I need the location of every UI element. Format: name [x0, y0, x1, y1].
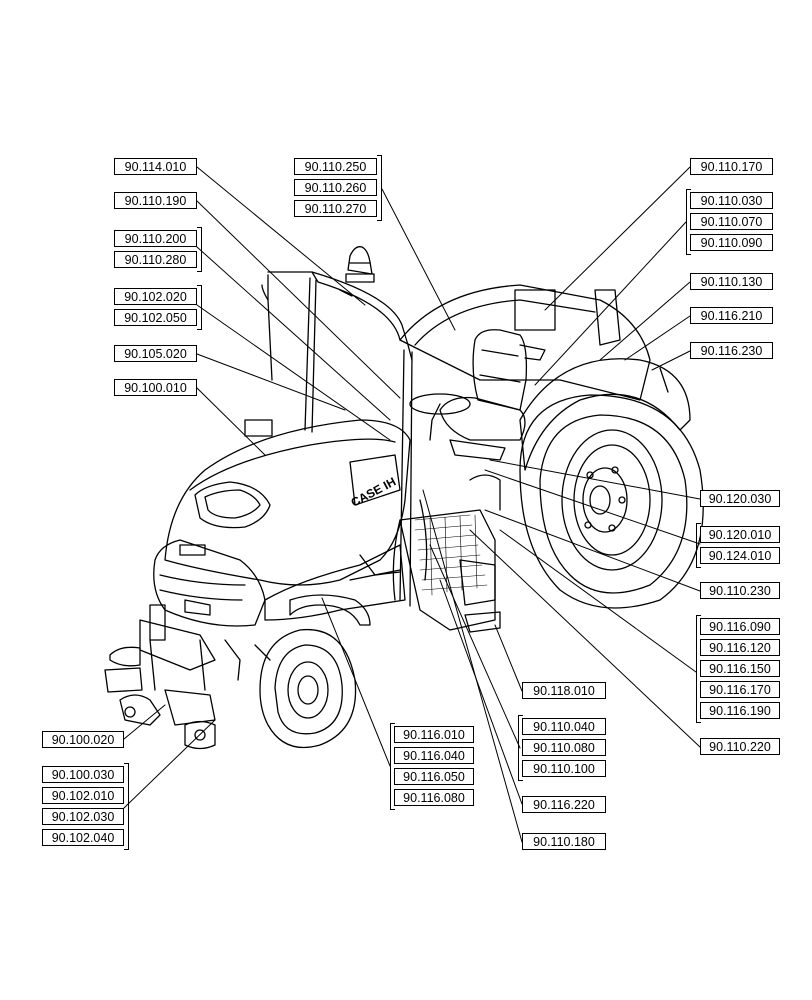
callout-90.110.030[interactable]: 90.110.030 — [690, 192, 773, 209]
callout-90.100.020[interactable]: 90.100.020 — [42, 731, 124, 748]
callout-90.116.040[interactable]: 90.116.040 — [394, 747, 474, 764]
callout-90.110.130[interactable]: 90.110.130 — [690, 273, 773, 290]
callout-90.116.080[interactable]: 90.116.080 — [394, 789, 474, 806]
leader-90.110.250 — [381, 188, 456, 331]
callout-90.116.170[interactable]: 90.116.170 — [700, 681, 780, 698]
leader-lines — [123, 166, 701, 843]
leader-90.120.010 — [484, 469, 701, 545]
group-bracket — [197, 285, 202, 330]
leader-90.116.010 — [321, 597, 391, 767]
callout-90.110.250[interactable]: 90.110.250 — [294, 158, 377, 175]
leader-90.118.010 — [494, 624, 523, 692]
callout-90.100.030[interactable]: 90.100.030 — [42, 766, 124, 783]
leader-90.110.180 — [422, 489, 523, 843]
group-bracket — [518, 715, 523, 781]
front-grille — [153, 539, 266, 627]
callout-90.114.010[interactable]: 90.114.010 — [114, 158, 197, 175]
leader-90.110.170 — [544, 166, 691, 311]
callout-90.110.080[interactable]: 90.110.080 — [522, 739, 606, 756]
brand-decal: CASE IH — [349, 474, 399, 509]
leader-90.110.030 — [534, 221, 687, 386]
leader-90.110.190 — [196, 200, 401, 399]
callout-90.116.210[interactable]: 90.116.210 — [690, 307, 773, 324]
leader-90.102.020 — [196, 304, 391, 441]
callout-90.110.040[interactable]: 90.110.040 — [522, 718, 606, 735]
callout-90.110.190[interactable]: 90.110.190 — [114, 192, 197, 209]
group-bracket — [124, 763, 129, 850]
callout-90.124.010[interactable]: 90.124.010 — [700, 547, 780, 564]
group-bracket — [390, 723, 395, 810]
leader-90.100.030 — [123, 719, 216, 809]
callout-90.100.010[interactable]: 90.100.010 — [114, 379, 197, 396]
callout-90.110.180[interactable]: 90.110.180 — [522, 833, 606, 850]
callout-90.116.230[interactable]: 90.116.230 — [690, 342, 773, 359]
leader-90.110.230 — [484, 509, 701, 592]
callout-90.110.270[interactable]: 90.110.270 — [294, 200, 377, 217]
hood-side-panel — [264, 544, 406, 621]
leader-90.110.200 — [196, 246, 391, 421]
leader-90.100.020 — [123, 704, 166, 740]
leader-90.110.040 — [429, 544, 521, 749]
group-bracket — [696, 523, 701, 568]
front-left-wheel — [259, 628, 357, 749]
callout-90.120.010[interactable]: 90.120.010 — [700, 526, 780, 543]
callout-90.110.220[interactable]: 90.110.220 — [700, 738, 780, 755]
leader-90.100.010 — [196, 387, 266, 456]
leader-90.120.030 — [489, 459, 701, 500]
callout-90.110.100[interactable]: 90.110.100 — [522, 760, 606, 777]
callout-90.110.090[interactable]: 90.110.090 — [690, 234, 773, 251]
leader-90.116.210 — [624, 315, 691, 361]
leader-90.116.230 — [651, 350, 691, 371]
callout-90.102.030[interactable]: 90.102.030 — [42, 808, 124, 825]
step-grating — [414, 514, 488, 596]
callout-90.118.010[interactable]: 90.118.010 — [522, 682, 606, 699]
steering-wheel — [409, 393, 471, 415]
rops-frame — [261, 271, 413, 607]
callout-90.102.050[interactable]: 90.102.050 — [114, 309, 197, 326]
leader-90.105.020 — [196, 353, 346, 411]
leader-90.116.220 — [439, 579, 523, 805]
hood-vent — [194, 481, 271, 529]
group-bracket — [686, 189, 691, 255]
leader-90.116.090 — [499, 529, 697, 673]
callout-90.110.200[interactable]: 90.110.200 — [114, 230, 197, 247]
callout-90.102.010[interactable]: 90.102.010 — [42, 787, 124, 804]
step-platform — [399, 509, 496, 631]
callout-90.110.170[interactable]: 90.110.170 — [690, 158, 773, 175]
front-left-fender — [289, 594, 371, 626]
leader-90.110.130 — [599, 281, 691, 361]
rear-platform-panel — [399, 284, 651, 401]
callout-90.116.190[interactable]: 90.116.190 — [700, 702, 780, 719]
callout-90.116.120[interactable]: 90.116.120 — [700, 639, 780, 656]
callout-90.116.050[interactable]: 90.116.050 — [394, 768, 474, 785]
callout-90.110.260[interactable]: 90.110.260 — [294, 179, 377, 196]
group-bracket — [696, 615, 701, 723]
callout-90.110.070[interactable]: 90.110.070 — [690, 213, 773, 230]
leader-90.110.220 — [469, 529, 701, 748]
callout-90.102.040[interactable]: 90.102.040 — [42, 829, 124, 846]
operator-seat — [439, 329, 546, 461]
group-bracket — [197, 227, 202, 272]
group-bracket — [377, 155, 382, 221]
engine-hood — [164, 419, 411, 586]
callout-90.116.150[interactable]: 90.116.150 — [700, 660, 780, 677]
rear-counterweight-bracket — [514, 289, 556, 331]
callout-90.120.030[interactable]: 90.120.030 — [700, 490, 780, 507]
callout-90.110.230[interactable]: 90.110.230 — [700, 582, 780, 599]
brand-mark: CASE IH — [349, 474, 399, 509]
front-hitch — [104, 604, 271, 750]
beacon-light — [345, 246, 375, 283]
callout-90.116.090[interactable]: 90.116.090 — [700, 618, 780, 635]
callout-90.110.280[interactable]: 90.110.280 — [114, 251, 197, 268]
rear-right-fender — [519, 358, 691, 471]
callout-90.102.020[interactable]: 90.102.020 — [114, 288, 197, 305]
callout-90.105.020[interactable]: 90.105.020 — [114, 345, 197, 362]
callout-90.116.220[interactable]: 90.116.220 — [522, 796, 606, 813]
leader-90.114.010 — [196, 166, 366, 306]
callout-90.116.010[interactable]: 90.116.010 — [394, 726, 474, 743]
